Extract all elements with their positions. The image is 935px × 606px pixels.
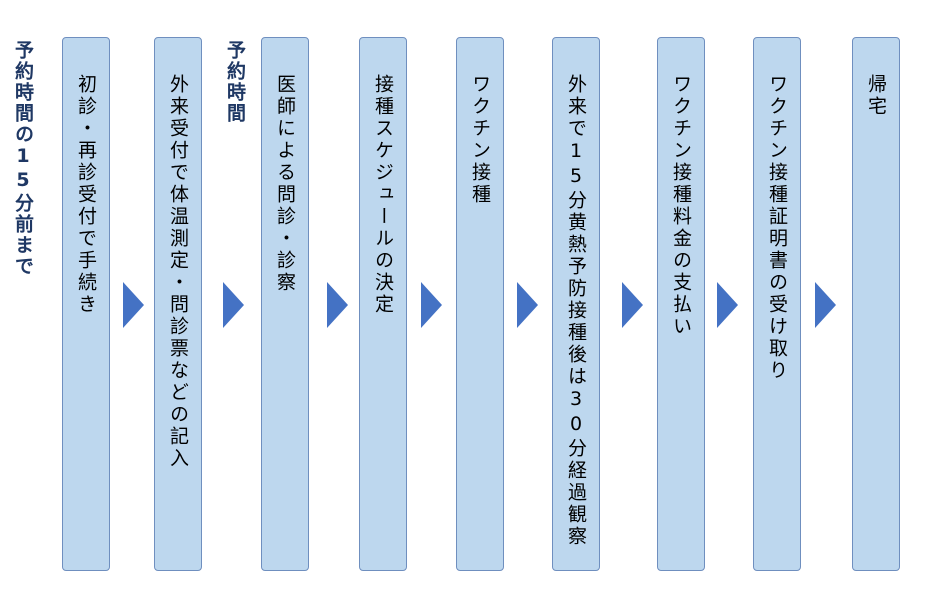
step-reception-label: 初診・再診受付で手続き	[75, 74, 97, 316]
step-payment: ワクチン接種料金の支払い	[657, 37, 705, 571]
step-observation-label: 外来で15分黄熱予防接種後は30分経過観察	[565, 74, 587, 548]
note-15-minutes-before: 予約時間の15分前まで	[12, 40, 34, 277]
step-certificate: ワクチン接種証明書の受け取り	[753, 37, 801, 571]
step-temperature-questionnaire: 外来受付で体温測定・問診票などの記入	[154, 37, 202, 571]
step-schedule-decision: 接種スケジュールの決定	[359, 37, 407, 571]
arrow-right-icon	[421, 282, 442, 328]
arrow-right-icon	[223, 282, 244, 328]
step-payment-label: ワクチン接種料金の支払い	[670, 74, 692, 338]
arrow-right-icon	[815, 282, 836, 328]
step-observation: 外来で15分黄熱予防接種後は30分経過観察	[552, 37, 600, 571]
arrow-right-icon	[123, 282, 144, 328]
step-temperature-questionnaire-label: 外来受付で体温測定・問診票などの記入	[167, 74, 189, 470]
arrow-right-icon	[327, 282, 348, 328]
step-reception: 初診・再診受付で手続き	[62, 37, 110, 571]
step-vaccination-label: ワクチン接種	[469, 74, 491, 206]
step-doctor-consultation-label: 医師による問診・診察	[274, 74, 296, 294]
step-certificate-label: ワクチン接種証明書の受け取り	[766, 74, 788, 382]
arrow-right-icon	[622, 282, 643, 328]
step-go-home: 帰宅	[852, 37, 900, 571]
arrow-right-icon	[717, 282, 738, 328]
step-vaccination: ワクチン接種	[456, 37, 504, 571]
arrow-right-icon	[517, 282, 538, 328]
step-schedule-decision-label: 接種スケジュールの決定	[372, 74, 394, 316]
note-appointment-time: 予約時間	[224, 40, 246, 124]
step-go-home-label: 帰宅	[865, 74, 887, 118]
step-doctor-consultation: 医師による問診・診察	[261, 37, 309, 571]
